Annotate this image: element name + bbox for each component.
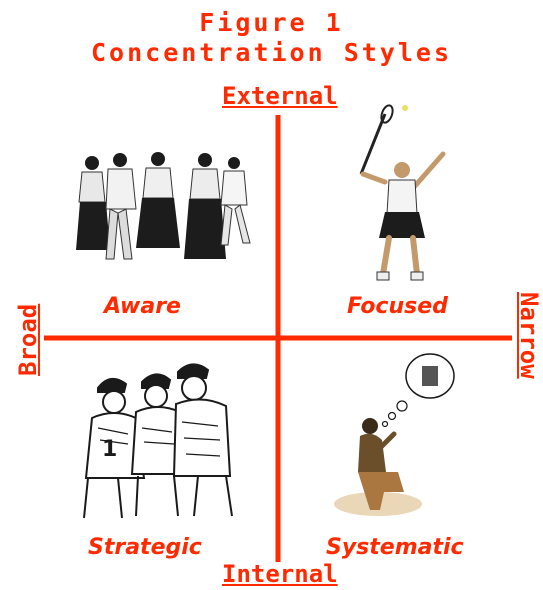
- figure-subtitle: Concentration Styles: [90, 38, 453, 67]
- figure-title: Figure 1: [199, 8, 344, 37]
- martial-artists-illustration: [76, 152, 251, 260]
- axis-label-internal: Internal: [222, 560, 338, 588]
- axis-label-broad: Broad: [14, 303, 42, 376]
- quadrant-label-strategic: Strategic: [88, 535, 202, 560]
- quadrant-label-systematic: Systematic: [326, 535, 464, 560]
- thinker-illustration: [334, 353, 455, 516]
- quadrant-label-focused: Focused: [347, 294, 448, 319]
- quadrant-label-aware: Aware: [104, 294, 181, 319]
- baseball-huddle-illustration: 1: [83, 363, 233, 519]
- axis-label-narrow: Narrow: [515, 292, 543, 379]
- jersey-number: 1: [102, 437, 117, 462]
- tennis-player-illustration: [359, 104, 446, 281]
- thought-object-icon: [422, 366, 438, 386]
- axis-label-external: External: [222, 82, 338, 110]
